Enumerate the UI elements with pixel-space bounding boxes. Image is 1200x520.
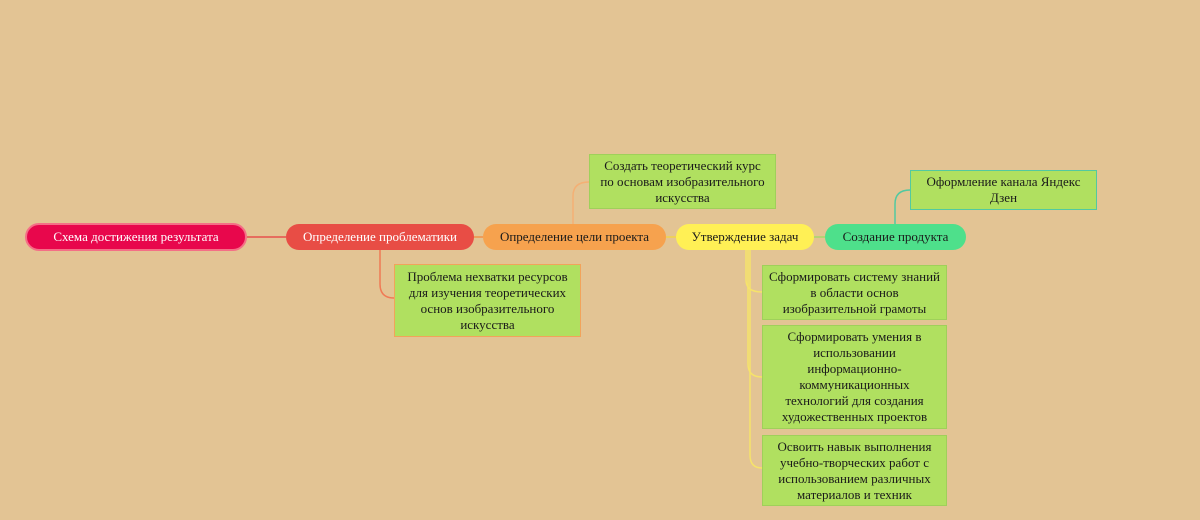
root-node[interactable]: Схема достижения результата bbox=[25, 223, 247, 251]
task-note-3[interactable]: Освоить навык выполнения учебно-творческ… bbox=[762, 435, 947, 506]
problem-node[interactable]: Определение проблематики bbox=[286, 224, 474, 250]
product-note[interactable]: Оформление канала Яндекс Дзен bbox=[910, 170, 1097, 210]
goal-note[interactable]: Создать теоретический курс по основам из… bbox=[589, 154, 776, 209]
product-node[interactable]: Создание продукта bbox=[825, 224, 966, 250]
task-note-2[interactable]: Сформировать умения в использовании инфо… bbox=[762, 325, 947, 429]
problem-note[interactable]: Проблема нехватки ресурсов для изучения … bbox=[394, 264, 581, 337]
goal-node[interactable]: Определение цели проекта bbox=[483, 224, 666, 250]
tasks-node[interactable]: Утверждение задач bbox=[676, 224, 814, 250]
link-product-note bbox=[894, 189, 911, 224]
task-note-1[interactable]: Сформировать систему знаний в области ос… bbox=[762, 265, 947, 320]
link-goal-note bbox=[572, 181, 590, 224]
link-task-3 bbox=[749, 250, 763, 469]
link-problem-note bbox=[379, 250, 395, 299]
link-task-1 bbox=[745, 250, 763, 293]
